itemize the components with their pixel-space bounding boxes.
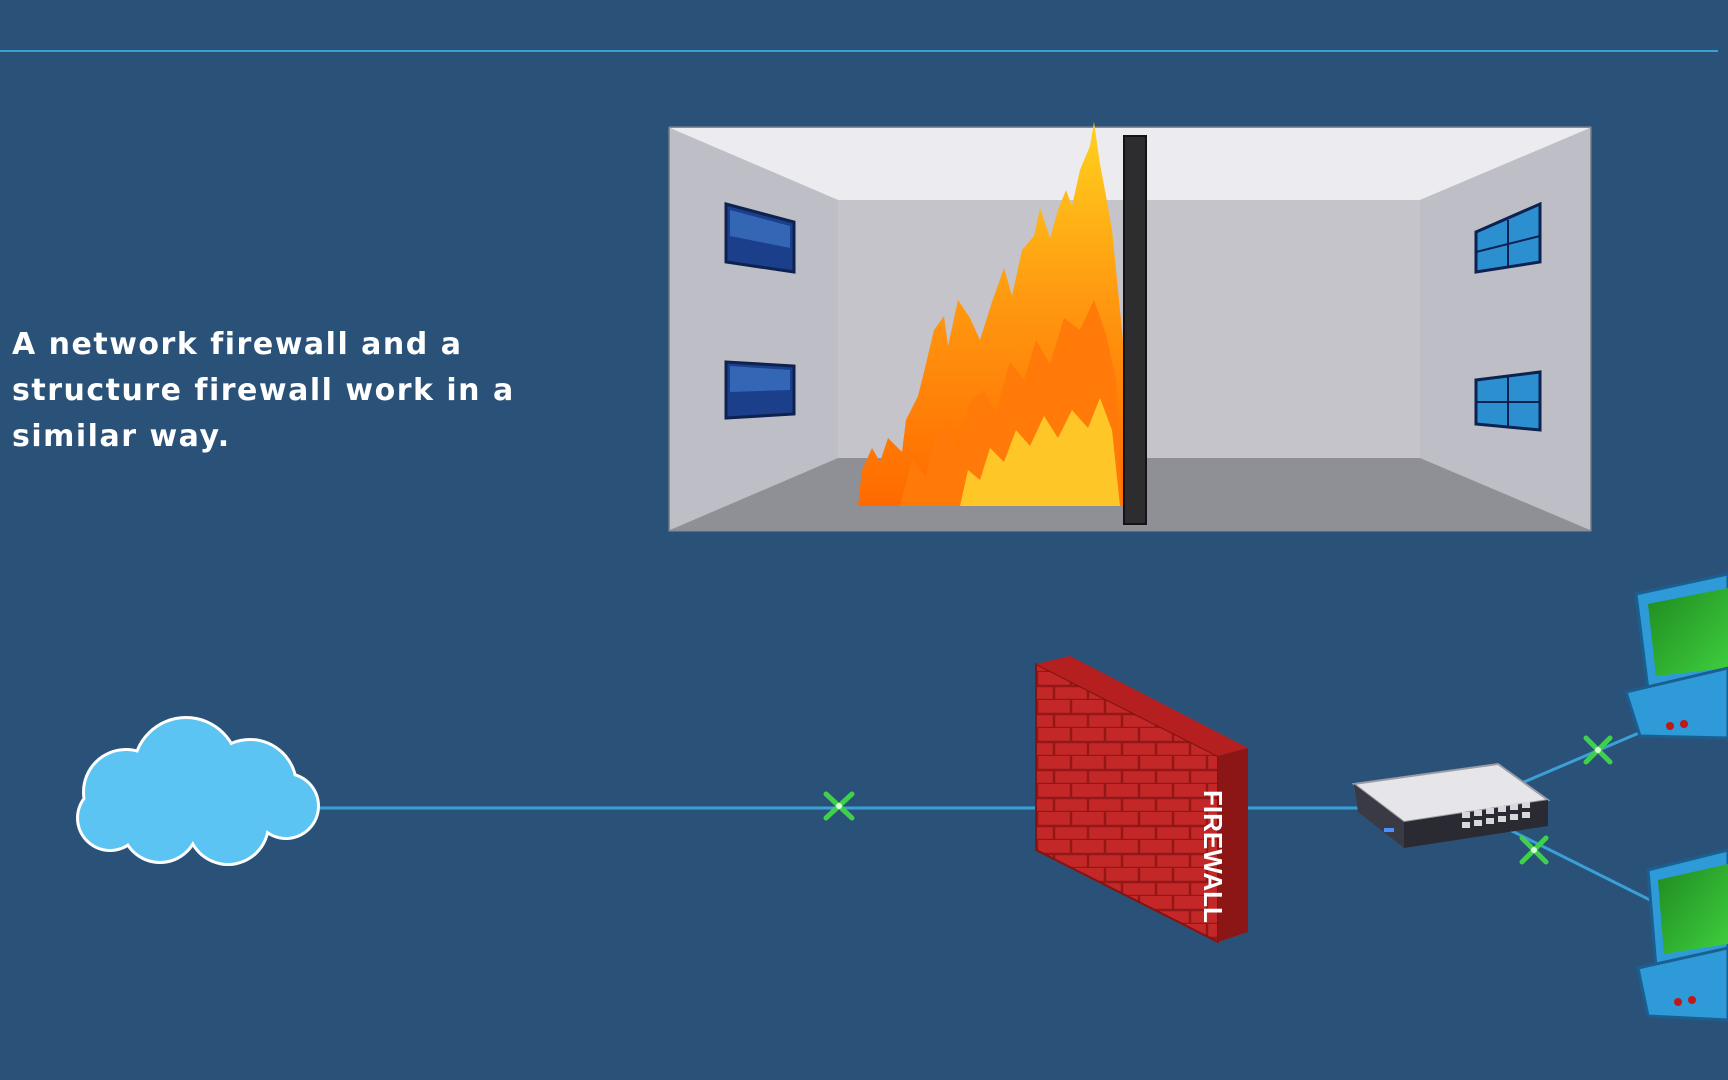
network-switch-icon xyxy=(1351,762,1551,848)
firewall-brick-wall-icon: FIREWALL xyxy=(1035,656,1248,944)
room-left-wall xyxy=(670,128,838,530)
top-divider-line xyxy=(0,50,1718,52)
room-right-wall xyxy=(1420,128,1590,530)
firewall-label: FIREWALL xyxy=(1198,790,1228,923)
computer-icon xyxy=(1624,572,1728,740)
structure-firewall-wall xyxy=(1123,135,1147,525)
caption-line-1: A network firewall and a xyxy=(12,327,463,362)
switch-to-pc2-link xyxy=(1509,828,1671,912)
cloud-icon xyxy=(76,716,320,866)
switch-to-pc1-link xyxy=(1509,722,1661,790)
caption-text: A network firewall and a structure firew… xyxy=(12,322,612,460)
window-icon xyxy=(724,202,796,274)
room-illustration xyxy=(668,122,1592,532)
window-icon xyxy=(1474,370,1542,432)
blocked-x-icon xyxy=(823,791,855,821)
computer-icon xyxy=(1636,848,1728,1022)
window-icon xyxy=(1474,201,1542,274)
caption-line-2: structure firewall work in a xyxy=(12,373,515,408)
blocked-x-icon xyxy=(1519,835,1549,865)
fire-flames-icon xyxy=(858,122,1126,506)
caption-line-3: similar way. xyxy=(12,419,231,454)
window-icon xyxy=(724,360,796,420)
blocked-x-icon xyxy=(1583,735,1613,765)
network-diagram: FIREWALL xyxy=(76,572,1728,1022)
